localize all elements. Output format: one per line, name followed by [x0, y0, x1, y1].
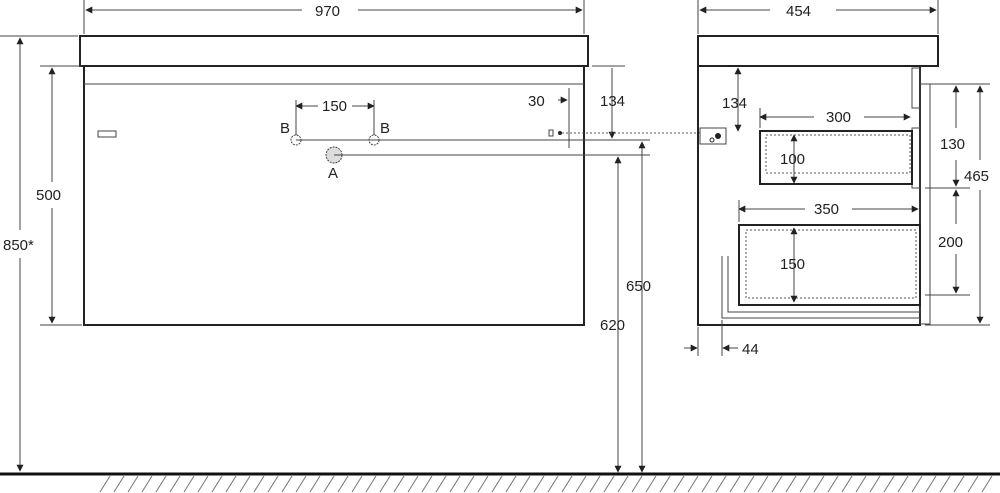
hatch-line: [883, 475, 895, 493]
hatch-line: [281, 475, 293, 493]
hatch-line: [785, 475, 797, 493]
drawer2-depth-dim: 350: [814, 201, 839, 218]
front-view: B B A 150 970 850* 500 30 134: [0, 0, 700, 473]
drawer1-depth-dim: 300: [826, 109, 851, 126]
hatch-line: [757, 475, 769, 493]
hatch-line: [127, 475, 139, 493]
hatch-line: [659, 475, 671, 493]
cabinet-body: [83, 65, 585, 326]
hatch-line: [449, 475, 461, 493]
hatch-line: [211, 475, 223, 493]
hatch-line: [295, 475, 307, 493]
hatch-line: [617, 475, 629, 493]
hatch-line: [477, 475, 489, 493]
hatch-line: [967, 475, 979, 493]
hatch-line: [435, 475, 447, 493]
hatch-line: [911, 475, 923, 493]
hatch-line: [589, 475, 601, 493]
drawer1-inner-dim: 100: [780, 151, 805, 168]
hole-spacing-dim: 150: [322, 98, 347, 115]
drain-label: A: [328, 165, 338, 182]
hatch-line: [771, 475, 783, 493]
hatch-line: [855, 475, 867, 493]
hatch-line: [813, 475, 825, 493]
hatch-line: [673, 475, 685, 493]
hatch-line: [155, 475, 167, 493]
hatch-line: [225, 475, 237, 493]
side-depth-dim: 454: [786, 3, 811, 20]
hatch-line: [99, 475, 111, 493]
hatch-line: [169, 475, 181, 493]
hatch-line: [463, 475, 475, 493]
countertop: [79, 35, 589, 67]
hatch-line: [575, 475, 587, 493]
hatch-line: [533, 475, 545, 493]
hatch-line: [239, 475, 251, 493]
hatch-line: [323, 475, 335, 493]
hatch-line: [953, 475, 965, 493]
handle-icon: [97, 130, 117, 138]
hatch-line: [351, 475, 363, 493]
hatch-line: [113, 475, 125, 493]
hatch-line: [421, 475, 433, 493]
hatch-line: [981, 475, 993, 493]
total-height-dim: 850*: [3, 237, 34, 254]
hatch-line: [743, 475, 755, 493]
hatch-line: [729, 475, 741, 493]
hatch-line: [253, 475, 265, 493]
drawer-2: [738, 224, 921, 306]
height-650-dim: 650: [626, 278, 651, 295]
hatch-line: [407, 475, 419, 493]
hatch-line: [197, 475, 209, 493]
siphon-icon: [699, 127, 727, 145]
hatch-line: [687, 475, 699, 493]
hatch-line: [631, 475, 643, 493]
side-top-offset-dim: 134: [722, 95, 747, 112]
hatch-line: [645, 475, 657, 493]
hole-right-label: B: [380, 120, 390, 137]
front-width-dim: 970: [315, 3, 340, 20]
floor-hatching: [99, 475, 993, 493]
hatch-line: [267, 475, 279, 493]
plinth-dim: 44: [742, 341, 759, 358]
hatch-line: [827, 475, 839, 493]
hatch-line: [379, 475, 391, 493]
hatch-line: [393, 475, 405, 493]
drawer2-inner-dim: 150: [780, 256, 805, 273]
drawer2-height-dim: 200: [938, 234, 963, 251]
height-620-dim: 620: [600, 317, 625, 334]
hatch-line: [939, 475, 951, 493]
hatch-line: [925, 475, 937, 493]
offset-30-dim: 30: [528, 93, 545, 110]
hatch-line: [365, 475, 377, 493]
hatch-line: [337, 475, 349, 493]
hatch-line: [701, 475, 713, 493]
hatch-line: [505, 475, 517, 493]
hatch-line: [561, 475, 573, 493]
hatch-line: [141, 475, 153, 493]
body-height-dim: 500: [36, 187, 61, 204]
drawer1-height-dim: 130: [940, 136, 965, 153]
hatch-line: [491, 475, 503, 493]
total-body-height-dim: 465: [964, 168, 989, 185]
hole-left-label: B: [280, 120, 290, 137]
side-countertop: [697, 35, 939, 67]
hatch-line: [897, 475, 909, 493]
offset-134-dim: 134: [600, 93, 625, 110]
hatch-line: [799, 475, 811, 493]
hatch-line: [547, 475, 559, 493]
drawer-1: [759, 130, 913, 185]
hatch-line: [183, 475, 195, 493]
hatch-line: [519, 475, 531, 493]
floor: [0, 472, 1000, 493]
hatch-line: [715, 475, 727, 493]
hatch-line: [841, 475, 853, 493]
hatch-line: [309, 475, 321, 493]
hatch-line: [603, 475, 615, 493]
side-view: 100 300 134 150 350 454: [684, 0, 990, 358]
hatch-line: [869, 475, 881, 493]
